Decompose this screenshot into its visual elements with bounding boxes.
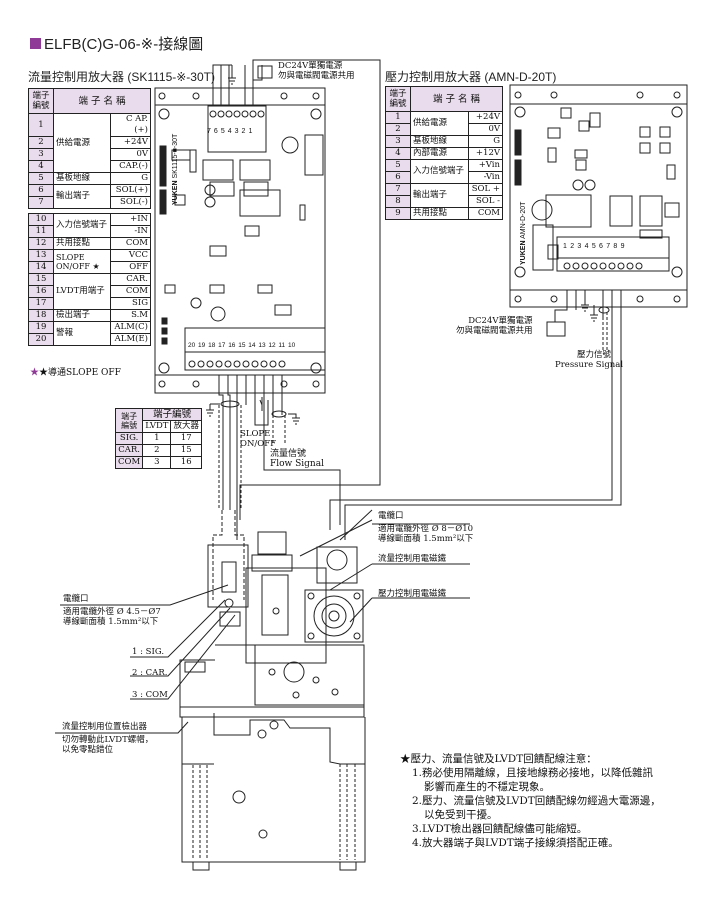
valve-assembly [179, 531, 366, 871]
flow-solenoid-label: 流量控制用電磁鐵 [378, 554, 447, 564]
note-item: 影響而產生的不穩定現象。 [424, 781, 550, 793]
cable-port-right-callout: 電纜口 適用電纜外徑 Ø 8－Ø10 導線斷面積 1.5mm²以下 [378, 511, 474, 544]
flow-signal-label: 流量信號 Flow Signal [270, 449, 324, 469]
col-header-no: 端子編號 [28, 88, 54, 114]
pressure-power-note: DC24V單獨電源 勿與電磁閥電源共用 [456, 316, 533, 336]
pressure-terminal-numbers: 123456789 [563, 243, 628, 250]
flow-board-model: YUKEN SK1115-■-30T [172, 133, 179, 205]
col-header-terminal: 端子編號 [114, 408, 144, 433]
col-header-name: 端 子 名 稱 [53, 88, 151, 114]
note-item: 2.壓力、流量信號及LVDT回饋配線勿經過大電源邊， [412, 795, 661, 807]
flow-amp-heading: 流量控制用放大器 (SK1115-※-30T) [28, 70, 215, 84]
table-header-row: 端子編號 端 子 名 稱 [385, 86, 503, 112]
col-header-lvdt: LVDT [142, 420, 172, 433]
note-item: 4.放大器端子與LVDT端子接線須搭配正確。 [412, 837, 619, 849]
pin-car-label: 2 : CAR. [132, 668, 168, 678]
flow-top-terminals [209, 110, 265, 118]
pressure-board-model: YUKEN AMN-D-20T [520, 201, 527, 265]
table-header-row: 端子編號 端 子 名 稱 [28, 88, 151, 114]
pin-com-label: 3 : COM [132, 690, 168, 700]
star-icon: ★ [30, 368, 40, 378]
flow-bottom-terminal-numbers: 20 19 18 17 16 15 14 13 12 11 10 [188, 342, 296, 349]
pressure-signal-label: 壓力信號 Pressure Signal [555, 350, 624, 370]
wiring-notes: ★壓力、流量信號及LVDT回饋配線注意： 1.務必使用隔離線，且接地線務必接地，… [400, 752, 661, 850]
flow-power-note: DC24V單獨電源 勿與電磁閥電源共用 [278, 61, 355, 81]
pin-sig-label: 1 : SIG. [132, 647, 165, 657]
notes-heading: ★壓力、流量信號及LVDT回饋配線注意： [400, 753, 597, 765]
slope-switch-label: SLOPE ON/OFF [240, 429, 277, 449]
cable-port-left-callout: 電纜口 適用電纜外徑 Ø 4.5－Ø7 導線斷面積 1.5mm²以下 [63, 594, 161, 627]
note-item: 以免受到干擾。 [424, 809, 498, 821]
flow-top-terminal-numbers: 7654321 [207, 128, 256, 135]
page-title: ELFB(C)G-06-※-接線圖 [30, 33, 203, 54]
note-item: 1.務必使用隔離線，且接地線務必接地，以降低雜訊 [412, 767, 654, 779]
pressure-terminals [563, 262, 643, 270]
table-row: 11-IN [28, 225, 151, 238]
lvdt-detector-callout: 流量控制用位置檢出器 切勿轉動此LVDT螺帽， 以免零點錯位 [62, 722, 154, 755]
slope-footnote: ★★導通SLOPE OFF [30, 368, 121, 378]
pressure-amplifier-board [509, 84, 688, 308]
flow-amplifier-board [154, 87, 326, 394]
note-item: 3.LVDT檢出器回饋配線儘可能縮短。 [412, 823, 588, 835]
col-header-no: 端子編號 [385, 86, 411, 112]
pressure-solenoid-label: 壓力控制用電磁鐵 [378, 589, 447, 599]
flow-bottom-terminals [188, 360, 286, 368]
pressure-amp-heading: 壓力控制用放大器 (AMN-D-20T) [385, 70, 557, 84]
col-header-amp: 放大器 [170, 420, 202, 433]
col-header-group: 端子編號 [142, 408, 202, 421]
col-header-name: 端 子 名 稱 [410, 86, 503, 112]
title-marker [30, 38, 41, 49]
